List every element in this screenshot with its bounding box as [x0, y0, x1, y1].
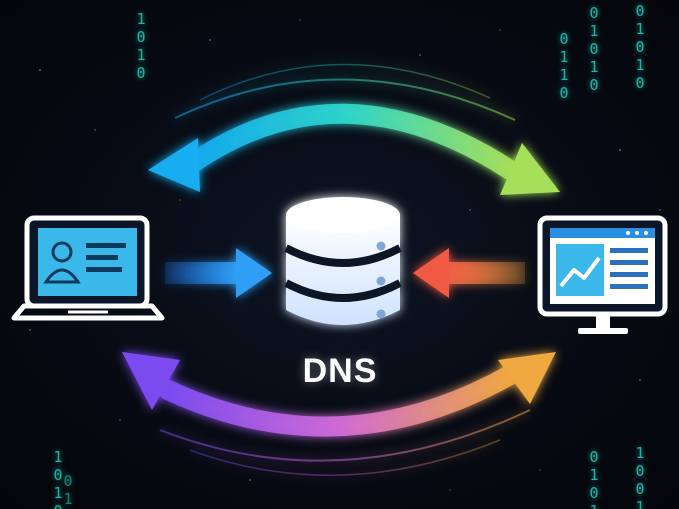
- top-curved-arrow: [148, 63, 560, 195]
- binary-stream: 0101: [585, 448, 603, 509]
- laptop-user-icon: [11, 215, 165, 321]
- dns-label: DNS: [302, 352, 378, 390]
- binary-stream: 1010: [49, 448, 67, 509]
- binary-stream: 1001: [631, 444, 649, 509]
- binary-stream: 01010: [631, 2, 649, 92]
- monitor-chart-icon: [537, 215, 668, 334]
- bottom-curved-arrow: [122, 352, 556, 476]
- database-icon: [284, 197, 402, 325]
- binary-stream: 01010: [585, 4, 603, 94]
- client-to-dns-arrow: [165, 248, 272, 298]
- binary-stream: 1010: [132, 10, 150, 82]
- binary-stream: 0110: [555, 30, 573, 102]
- webserver-to-dns-arrow: [413, 248, 525, 298]
- star-field: [29, 19, 661, 491]
- binary-stream: 010: [59, 472, 77, 509]
